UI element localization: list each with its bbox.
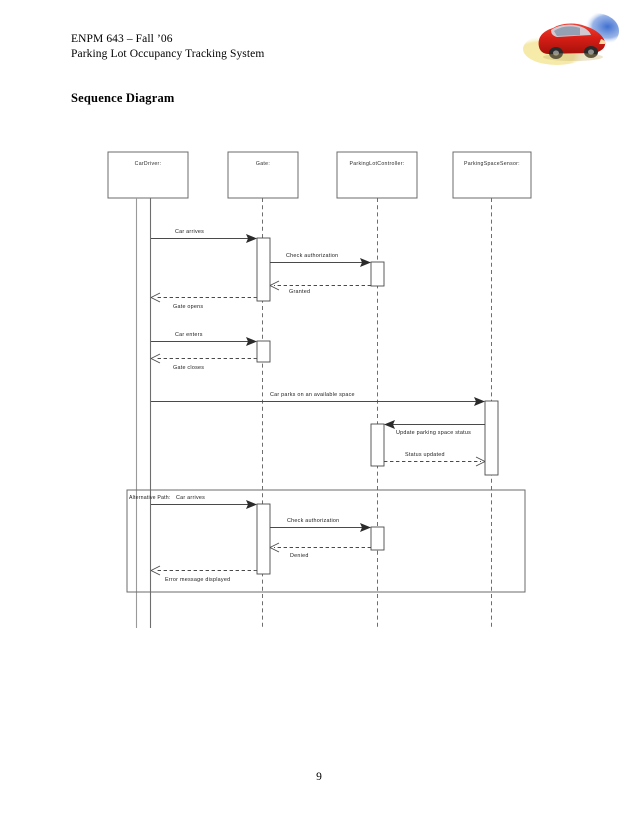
document-header: ENPM 643 – Fall ’06 Parking Lot Occupanc…	[71, 32, 264, 61]
lifeline-label-controller: ParkingLotController:	[349, 161, 404, 167]
lifeline-label-cardriver: CarDriver:	[135, 161, 162, 167]
message-label-6: Gate closes	[173, 365, 204, 371]
message-gate-opens: Gate opens	[150, 292, 257, 310]
message-car-parks: Car parks on an available space	[151, 392, 485, 406]
message-granted: Granted	[269, 280, 371, 295]
message-label-5: Car enters	[175, 332, 203, 338]
lifeline-box-gate: Gate:	[227, 151, 299, 199]
lifeline-box-sensor: ParkingSpaceSensor:	[452, 151, 532, 199]
message-update-status: Update parking space status	[384, 420, 485, 436]
project-title: Parking Lot Occupancy Tracking System	[71, 47, 265, 60]
message-status-updated: Status updated	[384, 452, 486, 467]
message-label-1: Car arrives	[175, 229, 204, 235]
message-car-enters: Car enters	[151, 332, 257, 346]
alt-fragment-box	[126, 489, 526, 593]
activation-gate-2	[256, 340, 271, 363]
activation-gate-1	[256, 237, 271, 302]
message-check-authorization: Check authorization	[270, 253, 371, 267]
lifeline-cardriver	[135, 198, 152, 628]
message-alt-car-arrives: Car arrives	[151, 495, 257, 509]
page-number: 9	[316, 771, 322, 783]
activation-gate-3	[256, 503, 271, 575]
activation-controller-3	[370, 526, 385, 551]
lifeline-box-controller: ParkingLotController:	[336, 151, 418, 199]
message-label-8: Update parking space status	[396, 430, 471, 436]
message-label-2: Check authorization	[286, 253, 338, 259]
alt-message-label-4: Error message displayed	[165, 577, 230, 583]
course-title: ENPM 643 – Fall ’06	[71, 33, 173, 45]
lifeline-label-gate: Gate:	[256, 161, 270, 167]
message-label-7: Car parks on an available space	[270, 392, 355, 398]
message-alt-check-authorization: Check authorization	[270, 518, 371, 532]
alt-message-label-2: Check authorization	[287, 518, 339, 524]
car-photo	[523, 9, 619, 65]
message-label-3: Granted	[289, 289, 310, 295]
alt-message-label-1: Car arrives	[176, 495, 205, 501]
message-alt-denied: Denied	[269, 542, 371, 559]
activation-controller-1	[370, 261, 385, 287]
section-title: Sequence Diagram	[71, 91, 175, 105]
lifeline-label-sensor: ParkingSpaceSensor:	[464, 161, 520, 167]
message-label-4: Gate opens	[173, 304, 203, 310]
message-alt-error-displayed: Error message displayed	[150, 565, 257, 583]
activation-sensor-1	[484, 400, 499, 476]
alt-fragment-label: Alternative Path:	[129, 495, 170, 501]
activation-controller-2	[370, 423, 385, 467]
message-car-arrives: Car arrives	[151, 229, 257, 243]
lifeline-box-cardriver: CarDriver:	[107, 151, 189, 199]
alt-message-label-3: Denied	[290, 553, 309, 559]
message-gate-closes: Gate closes	[150, 353, 257, 371]
message-label-9: Status updated	[405, 452, 445, 458]
